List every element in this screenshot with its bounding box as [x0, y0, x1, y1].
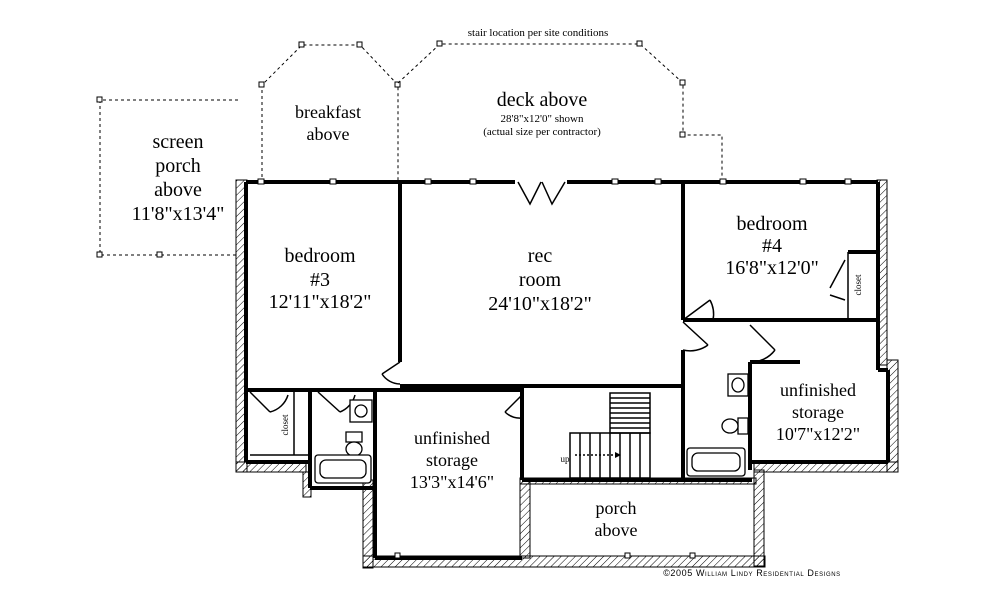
bedroom4-label: bedroom #4 16'8"x12'0"	[725, 213, 819, 279]
rec-room-label: rec room 24'10"x18'2"	[488, 245, 592, 315]
screen-porch-label: screen porch above 11'8"x13'4"	[132, 131, 225, 225]
closet-right-label: closet	[853, 274, 863, 295]
closet-left-label: closet	[280, 414, 290, 435]
screen-porch-outline	[96, 96, 238, 258]
doors	[249, 180, 846, 419]
svg-text:storage: storage	[792, 402, 844, 422]
svg-text:(actual size per contractor): (actual size per contractor)	[483, 126, 601, 138]
porch-posts	[394, 552, 696, 559]
breakfast-outline	[258, 41, 401, 183]
svg-text:12'11"x18'2": 12'11"x18'2"	[269, 291, 372, 313]
svg-text:bedroom: bedroom	[736, 213, 808, 235]
svg-text:porch: porch	[155, 155, 201, 177]
svg-text:breakfast: breakfast	[295, 102, 361, 122]
deck-outline	[397, 40, 723, 180]
svg-text:above: above	[595, 520, 638, 540]
svg-text:16'8"x12'0": 16'8"x12'0"	[725, 257, 819, 279]
walls	[244, 180, 890, 560]
copyright-text: ©2005 William Lindy Residential Designs	[663, 568, 841, 578]
stairs: up	[561, 392, 651, 479]
svg-text:room: room	[519, 269, 562, 291]
svg-text:#3: #3	[310, 269, 330, 291]
svg-text:porch: porch	[596, 498, 637, 518]
closet-left: closet	[250, 392, 308, 456]
closet-right: closet	[847, 250, 878, 318]
stairs-up-label: up	[561, 454, 571, 464]
svg-text:screen: screen	[152, 131, 203, 153]
svg-text:unfinished: unfinished	[780, 380, 856, 400]
svg-text:#4: #4	[762, 235, 782, 257]
svg-text:11'8"x13'4": 11'8"x13'4"	[132, 203, 225, 225]
breakfast-label: breakfast above	[295, 102, 361, 144]
porch-label: porch above	[595, 498, 638, 540]
bath-left-fixtures	[314, 399, 373, 484]
svg-text:28'8"x12'0" shown: 28'8"x12'0" shown	[501, 113, 584, 125]
svg-text:13'3"x14'6": 13'3"x14'6"	[410, 472, 494, 492]
svg-text:storage: storage	[426, 450, 478, 470]
deck-label: deck above 28'8"x12'0" shown (actual siz…	[483, 89, 601, 138]
svg-text:rec: rec	[528, 245, 553, 267]
svg-text:deck above: deck above	[497, 89, 588, 111]
window-marks	[257, 178, 852, 185]
svg-text:10'7"x12'2": 10'7"x12'2"	[776, 424, 860, 444]
stair-location-note: stair location per site conditions	[468, 27, 609, 39]
svg-text:above: above	[307, 124, 350, 144]
bath-right-fixtures	[686, 373, 749, 477]
svg-text:above: above	[154, 179, 202, 201]
unfinished-storage-left-label: unfinished storage 13'3"x14'6"	[410, 428, 494, 492]
svg-text:unfinished: unfinished	[414, 428, 490, 448]
svg-text:24'10"x18'2": 24'10"x18'2"	[488, 293, 592, 315]
foundation-walls	[235, 179, 899, 569]
bedroom3-label: bedroom #3 12'11"x18'2"	[269, 245, 372, 313]
svg-text:bedroom: bedroom	[284, 245, 356, 267]
unfinished-storage-right-label: unfinished storage 10'7"x12'2"	[776, 380, 860, 444]
